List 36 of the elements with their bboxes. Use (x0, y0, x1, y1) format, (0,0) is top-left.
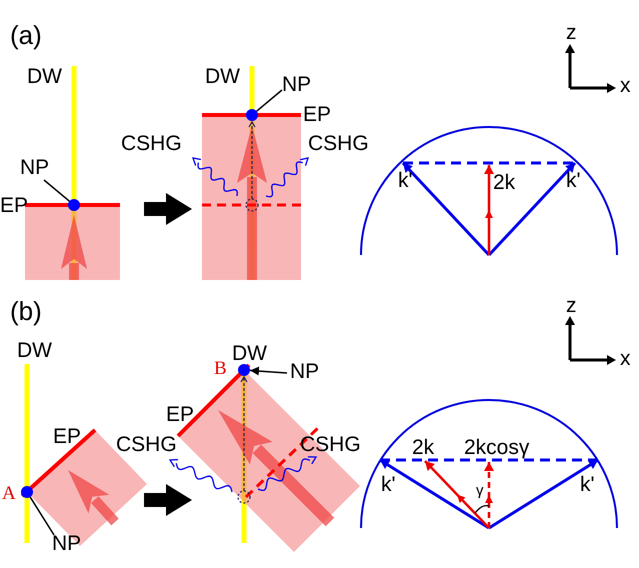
diagram-label: 2kcosγ (464, 437, 530, 458)
diagram-label: k' (398, 170, 413, 191)
leader-line (256, 89, 282, 112)
diagram-label: EP (303, 104, 332, 125)
leader-line (30, 496, 55, 536)
diagram-label: k' (381, 474, 396, 495)
diagram-label: DW (17, 340, 52, 361)
diagram-label: CSHG (121, 133, 182, 154)
panel-label: (b) (10, 298, 42, 324)
diagram-label: EP (53, 426, 82, 447)
diagram-label: DW (232, 343, 267, 364)
diagram-label: x (620, 75, 630, 96)
particle-label: NP (290, 361, 320, 382)
particle-label: NP (52, 533, 82, 554)
diagram-label: 2k (493, 172, 516, 193)
diagram-label: z (566, 295, 576, 316)
diagram-label: k' (566, 170, 581, 191)
diagram-label: DW (27, 66, 62, 87)
diagram-label: EP (166, 404, 194, 425)
panel-label: (a) (10, 22, 42, 48)
diagram-label: z (566, 22, 576, 43)
leader-arrow (250, 366, 288, 376)
particle-label: NP (282, 74, 312, 95)
leader-line (44, 179, 70, 202)
point-label: A (2, 484, 16, 503)
diagram-label: 2k (412, 437, 434, 458)
diagram-label: γ (476, 483, 484, 498)
diagram-label: EP (0, 195, 28, 216)
diagram-label: x (620, 348, 630, 369)
diagram-label: k' (580, 474, 595, 495)
particle-label: NP (20, 157, 50, 178)
point-label: B (214, 359, 227, 378)
diagram-label: CSHG (300, 434, 361, 455)
diagram-label: CSHG (116, 434, 177, 455)
diagram-label: DW (205, 66, 240, 87)
diagram-label: CSHG (308, 133, 369, 154)
